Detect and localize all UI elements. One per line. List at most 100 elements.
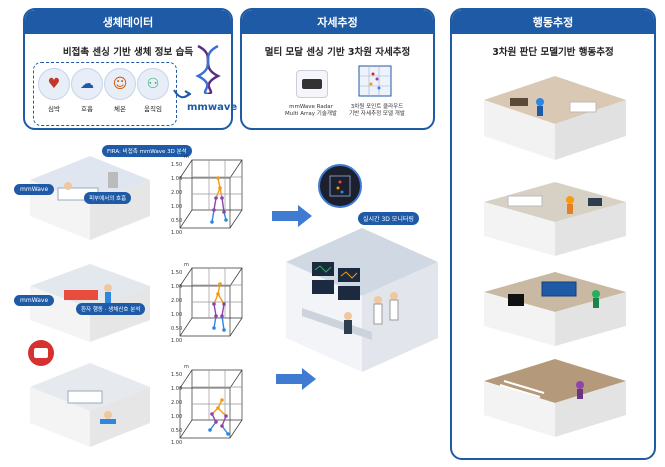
skeleton-joint bbox=[216, 406, 220, 410]
skeleton-bone bbox=[221, 197, 225, 213]
breathing-icon: ☁ bbox=[71, 68, 103, 100]
bio-icon-label: 심박 bbox=[48, 105, 60, 113]
skeleton-joint bbox=[214, 420, 218, 424]
room-scene-4 bbox=[484, 359, 626, 437]
plot-tick-label: 1.50 bbox=[171, 372, 182, 378]
temperature-icon: ☺ bbox=[104, 68, 136, 100]
skeleton-joint bbox=[208, 428, 212, 432]
analysis-tag: FIRA: 비접촉 mmWave 3D 분석 bbox=[102, 145, 192, 157]
plot-tick-labels: 1.501.002.001.000.501.00 bbox=[171, 270, 182, 344]
skeleton-joint bbox=[210, 220, 214, 224]
skeleton-joint bbox=[220, 314, 224, 318]
behavior-subtitle: 3차원 판단 모델기반 행동추정 bbox=[492, 47, 614, 58]
scene-caption-2: 환자 행동 · 생체신호 분석 bbox=[76, 303, 146, 315]
skeleton-joint bbox=[210, 412, 214, 416]
skeleton-plot-2: 1.501.002.001.000.501.00m bbox=[171, 262, 243, 344]
scene-caption-1: 피부에서의 호흡 bbox=[84, 192, 132, 204]
hospital-scene-3 bbox=[30, 363, 150, 447]
plot-tick-label: 2.00 bbox=[171, 190, 182, 196]
motion-icon: ⚇ bbox=[137, 68, 169, 100]
skeleton-joint bbox=[222, 210, 226, 214]
plot-tick-label: 1.00 bbox=[171, 338, 182, 344]
point-cloud-icon bbox=[358, 65, 392, 97]
skeleton-joint bbox=[220, 424, 224, 428]
skeleton-bone bbox=[221, 315, 225, 331]
plot-tick-label: 1.00 bbox=[171, 230, 182, 236]
plot-tick-label: 1.00 bbox=[171, 204, 182, 210]
posture-item-pointcloud: 3차원 포인트 클라우드 기반 자세추정 모델 개발 bbox=[349, 104, 405, 117]
plot-axis-unit: m bbox=[184, 154, 189, 160]
room-scene-3 bbox=[484, 272, 626, 346]
plot-tick-label: 2.00 bbox=[171, 400, 182, 406]
skeleton bbox=[208, 398, 230, 436]
skeleton-bone bbox=[213, 303, 217, 317]
plot-tick-label: 0.50 bbox=[171, 218, 182, 224]
bio-icon-breathing: ☁ 호흡 bbox=[71, 68, 103, 113]
point-cloud-bubble-icon bbox=[318, 164, 362, 208]
bio-icon-motion: ⚇ 움직임 bbox=[137, 68, 169, 113]
skeleton-joint bbox=[212, 326, 216, 330]
plot-tick-labels: 1.50 1.00 2.00 1.00 0.50 1.00 bbox=[171, 162, 182, 236]
skeleton-joint bbox=[214, 196, 218, 200]
bio-data-panel: 생체데이터 비접촉 센싱 기반 생체 정보 습득 ♥ 심박 ☁ 호흡 ☺ 체온 … bbox=[23, 8, 237, 130]
plot-tick-label: 1.00 bbox=[171, 312, 182, 318]
skeleton-joint bbox=[222, 302, 226, 306]
bio-icon-temperature: ☺ 체온 bbox=[104, 68, 136, 113]
plot-tick-label: 1.50 bbox=[171, 162, 182, 168]
skeleton bbox=[210, 176, 228, 224]
room-scene-2 bbox=[484, 182, 626, 256]
skeleton bbox=[212, 282, 226, 332]
skeleton-joint bbox=[222, 328, 226, 332]
bio-data-title: 생체데이터 bbox=[25, 10, 231, 34]
bio-icon-label: 체온 bbox=[114, 105, 126, 113]
skeleton-joint bbox=[226, 432, 230, 436]
radar-device-icon bbox=[296, 70, 328, 98]
skeleton-joint bbox=[216, 292, 220, 296]
monitoring-room-scene bbox=[286, 228, 438, 372]
skeleton-bone bbox=[211, 209, 215, 223]
bio-data-subtitle: 비접촉 센싱 기반 생체 정보 습득 bbox=[62, 47, 194, 58]
plot-tick-label: 1.00 bbox=[171, 284, 182, 290]
skeleton-plot-1: 1.50 1.00 2.00 1.00 0.50 1.00 m bbox=[171, 154, 243, 236]
skeleton-bone bbox=[221, 303, 225, 317]
dna-icon bbox=[195, 44, 221, 94]
arrow-icon bbox=[173, 89, 191, 99]
skeleton-bone bbox=[217, 293, 225, 305]
plot-tick-label: 1.00 bbox=[171, 440, 182, 446]
plot-axis-unit: m bbox=[184, 364, 189, 370]
plot-axis-unit: m bbox=[184, 262, 189, 268]
skeleton-joint bbox=[224, 414, 228, 418]
bio-icon-label: 움직임 bbox=[144, 105, 162, 113]
skeleton-joint bbox=[218, 282, 222, 286]
skeleton-joint bbox=[212, 302, 216, 306]
plot-tick-label: 0.50 bbox=[171, 326, 182, 332]
posture-subtitle: 멀티 모달 센싱 기반 3차원 자세추정 bbox=[264, 47, 411, 58]
plot-tick-label: 1.50 bbox=[171, 270, 182, 276]
skeleton-joint bbox=[220, 196, 224, 200]
plot-tick-label: 1.00 bbox=[171, 176, 182, 182]
heartbeat-icon: ♥ bbox=[38, 68, 70, 100]
skeleton-bone bbox=[213, 197, 217, 211]
arrow-right-icon bbox=[276, 368, 316, 390]
posture-panel: 자세추정 멀티 모달 센싱 기반 3차원 자세추정 mmWave Radar M… bbox=[240, 8, 435, 130]
mmwave-tag-1: mmWave bbox=[14, 184, 55, 195]
posture-title: 자세추정 bbox=[242, 10, 433, 34]
skeleton-joint bbox=[212, 208, 216, 212]
skeleton-bone bbox=[217, 407, 227, 417]
behavior-title: 행동추정 bbox=[452, 10, 654, 34]
skeleton-joint bbox=[218, 186, 222, 190]
alert-monitor-icon bbox=[28, 340, 54, 366]
skeleton-plot-3: 1.501.002.001.000.501.00m bbox=[171, 364, 243, 446]
monitor-tag: 실시간 3D 모니터링 bbox=[358, 212, 419, 225]
mmwave-tag-2: mmWave bbox=[14, 295, 55, 306]
skeleton-joint bbox=[216, 176, 220, 180]
skeleton-joint bbox=[214, 314, 218, 318]
arrow-right-icon bbox=[272, 205, 312, 227]
bio-icon-label: 호흡 bbox=[81, 105, 93, 113]
plot-tick-label: 1.00 bbox=[171, 386, 182, 392]
bio-icon-heartbeat: ♥ 심박 bbox=[38, 68, 70, 113]
skeleton-joint bbox=[220, 398, 224, 402]
skeleton-bone bbox=[213, 315, 217, 329]
plot-tick-labels: 1.501.002.001.000.501.00 bbox=[171, 372, 182, 446]
plot-tick-label: 1.00 bbox=[171, 414, 182, 420]
